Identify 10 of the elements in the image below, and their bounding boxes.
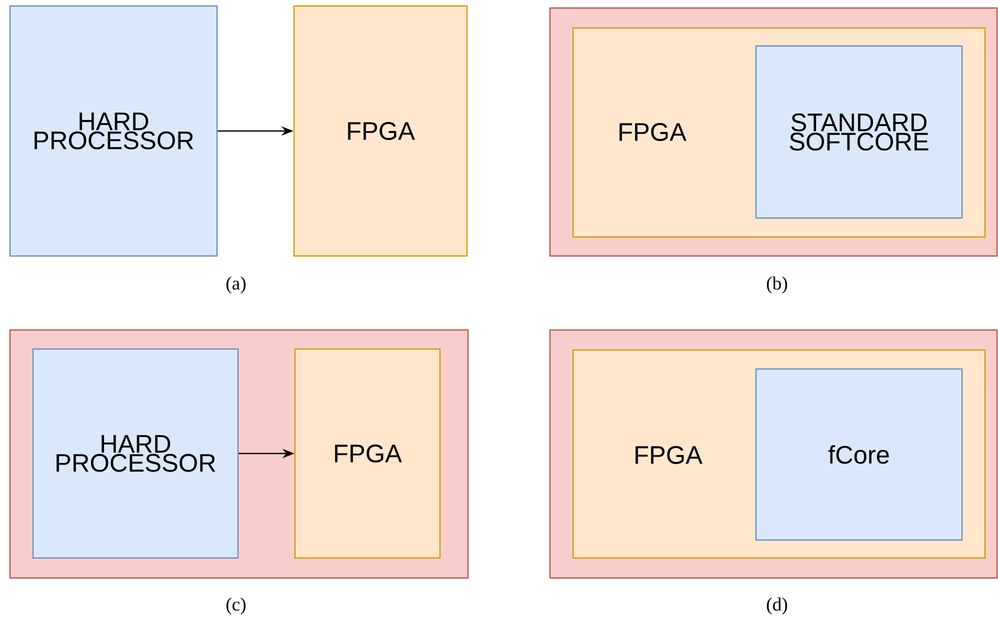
subfigure-caption: (a): [226, 276, 246, 294]
block: FPGA: [293, 5, 468, 257]
block: STANDARD SOFTCORE: [755, 45, 963, 219]
subfigure-caption: (d): [766, 598, 788, 614]
subfigure-caption: (c): [226, 598, 246, 614]
block: FPGA: [294, 348, 441, 559]
block: HARD PROCESSOR: [9, 5, 218, 257]
block: HARD PROCESSOR: [32, 348, 239, 559]
subfigure-caption: (b): [766, 276, 788, 294]
block: fCore: [755, 368, 963, 541]
